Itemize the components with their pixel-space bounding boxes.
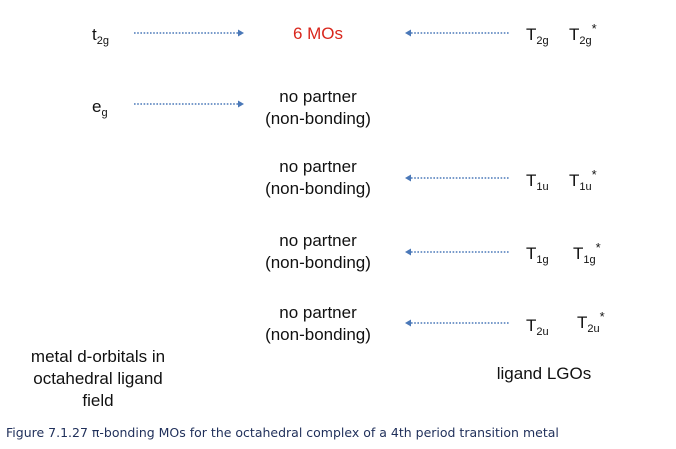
ligand-t1g-star-symbol: T <box>573 244 584 263</box>
ligand-t2u-symbol: T <box>526 316 537 335</box>
arrow-t1u-left <box>405 173 510 183</box>
ligand-t1u-star-symbol: T <box>569 171 580 190</box>
non-bonding-text: (non-bonding) <box>265 179 371 198</box>
ligand-t2u-star-subscript: 2u <box>587 323 600 335</box>
nonbonding-block-t2u: no partner (non-bonding) <box>238 302 398 346</box>
arrow-t2g-left <box>405 28 510 38</box>
ligand-t2g: T2g <box>526 25 549 47</box>
arrow-eg-right <box>134 99 244 109</box>
ligand-t1g-subscript: 1g <box>536 254 549 266</box>
ligand-t2g-star-symbol: T <box>569 25 580 44</box>
figure-caption: Figure 7.1.27 π-bonding MOs for the octa… <box>6 425 559 440</box>
non-bonding-text: (non-bonding) <box>265 325 371 344</box>
ligand-t1g-star: T1g* <box>573 241 601 266</box>
ligand-t1u-symbol: T <box>526 171 537 190</box>
metal-orbital-eg-subscript: g <box>101 107 108 119</box>
no-partner-text: no partner <box>279 303 357 322</box>
metal-label-line2: octahedral ligand <box>33 369 163 388</box>
mos-label: 6 MOs <box>292 24 344 43</box>
ligand-t2g-star-asterisk: * <box>591 21 597 36</box>
ligand-t1u-star: T1u* <box>569 168 597 193</box>
metal-orbital-t2g: t2g <box>92 25 109 47</box>
arrow-t1g-left <box>405 247 510 257</box>
ligand-t1u-star-subscript: 1u <box>579 181 592 193</box>
ligand-t1u-subscript: 1u <box>536 181 549 193</box>
nonbonding-block-eg: no partner (non-bonding) <box>238 86 398 130</box>
ligand-t1u: T1u <box>526 171 549 193</box>
ligand-t1g-symbol: T <box>526 244 537 263</box>
nonbonding-block-t1u: no partner (non-bonding) <box>238 156 398 200</box>
ligand-t2g-subscript: 2g <box>536 35 549 47</box>
ligand-t2u: T2u <box>526 316 549 338</box>
metal-orbital-t2g-subscript: 2g <box>96 35 109 47</box>
ligand-t1u-star-asterisk: * <box>591 167 597 182</box>
no-partner-text: no partner <box>279 87 357 106</box>
ligand-t2g-symbol: T <box>526 25 537 44</box>
ligand-t1g: T1g <box>526 244 549 266</box>
no-partner-text: no partner <box>279 157 357 176</box>
non-bonding-text: (non-bonding) <box>265 253 371 272</box>
metal-orbital-eg: eg <box>92 97 108 119</box>
ligand-t1g-star-subscript: 1g <box>583 254 596 266</box>
metal-orbital-eg-symbol: e <box>92 97 102 116</box>
nonbonding-block-t1g: no partner (non-bonding) <box>238 230 398 274</box>
ligand-t2g-star-subscript: 2g <box>579 35 592 47</box>
ligand-t1g-star-asterisk: * <box>595 240 601 255</box>
ligand-t2u-subscript: 2u <box>536 326 549 338</box>
ligand-t2g-star: T2g* <box>569 22 597 47</box>
metal-label-line3: field <box>82 391 114 410</box>
non-bonding-text: (non-bonding) <box>265 109 371 128</box>
ligand-t2u-star-asterisk: * <box>599 309 605 324</box>
ligand-t2u-star-symbol: T <box>577 313 588 332</box>
ligand-t2u-star: T2u* <box>577 310 605 335</box>
ligand-lgos-label: ligand LGOs <box>496 364 592 383</box>
metal-orbital-t2g-symbol: t <box>92 25 97 44</box>
no-partner-text: no partner <box>279 231 357 250</box>
metal-label-line1: metal d-orbitals in <box>30 347 166 366</box>
metal-orbitals-label: metal d-orbitals in octahedral ligand fi… <box>18 346 178 412</box>
arrow-t2u-left <box>405 318 510 328</box>
arrow-t2g-right <box>134 28 244 38</box>
